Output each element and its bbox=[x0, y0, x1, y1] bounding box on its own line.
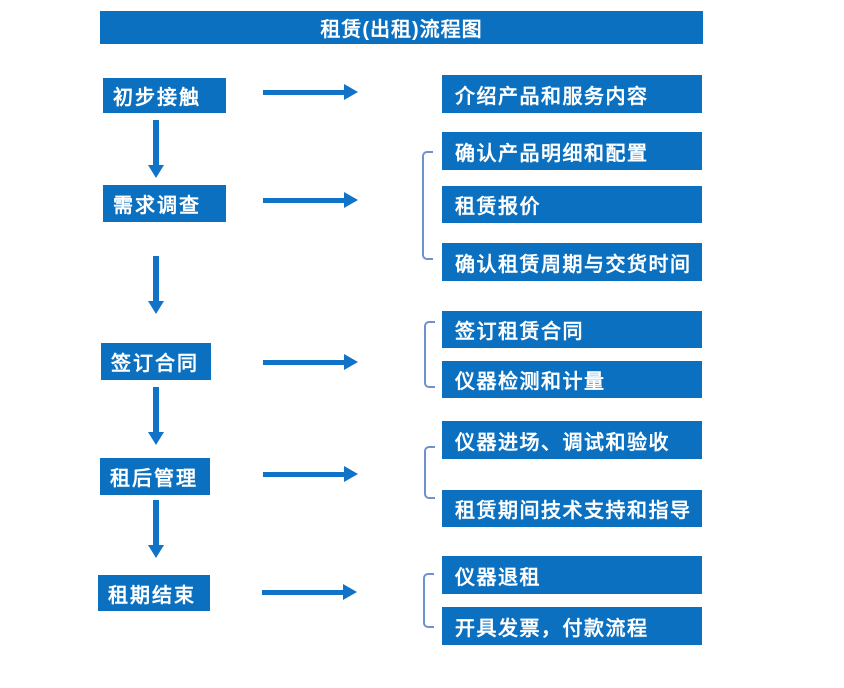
flowchart-title: 租赁(出租)流程图 bbox=[100, 11, 703, 44]
arrow-right-icon bbox=[263, 466, 358, 482]
arrow-head bbox=[344, 466, 358, 482]
step-box-demand-survey: 需求调查 bbox=[103, 185, 226, 222]
bracket-connector bbox=[423, 573, 434, 628]
arrow-right-icon bbox=[263, 354, 358, 370]
arrow-shaft bbox=[263, 90, 345, 95]
arrow-shaft bbox=[153, 387, 159, 433]
arrow-right-icon bbox=[263, 84, 358, 100]
bracket-connector bbox=[424, 446, 435, 499]
arrow-shaft bbox=[263, 198, 345, 203]
bracket-connector bbox=[424, 321, 435, 388]
step-box-post-rental-management: 租后管理 bbox=[100, 458, 210, 495]
arrow-down-icon bbox=[148, 120, 164, 178]
arrow-head bbox=[148, 165, 164, 178]
step-box-sign-contract: 签订合同 bbox=[101, 343, 211, 380]
output-box-invoice-payment: 开具发票，付款流程 bbox=[442, 607, 702, 645]
arrow-shaft bbox=[263, 472, 345, 477]
output-box-confirm-rental-period: 确认租赁周期与交货时间 bbox=[442, 243, 702, 281]
arrow-head bbox=[148, 301, 164, 314]
output-box-confirm-product-details: 确认产品明细和配置 bbox=[442, 132, 702, 170]
arrow-right-icon bbox=[262, 584, 357, 600]
arrow-shaft bbox=[153, 120, 159, 166]
arrow-head bbox=[148, 545, 164, 558]
output-box-tech-support: 租赁期间技术支持和指导 bbox=[442, 490, 702, 527]
arrow-down-icon bbox=[148, 256, 164, 314]
output-box-instrument-setup-acceptance: 仪器进场、调试和验收 bbox=[442, 421, 702, 459]
output-box-rental-quote: 租赁报价 bbox=[442, 186, 702, 223]
output-box-instrument-return: 仪器退租 bbox=[442, 556, 702, 594]
arrow-down-icon bbox=[148, 387, 164, 445]
arrow-shaft bbox=[263, 360, 345, 365]
output-box-sign-rental-contract: 签订租赁合同 bbox=[442, 311, 702, 348]
arrow-head bbox=[344, 192, 358, 208]
output-box-instrument-inspection: 仪器检测和计量 bbox=[442, 361, 702, 398]
arrow-right-icon bbox=[263, 192, 358, 208]
step-box-initial-contact: 初步接触 bbox=[103, 78, 226, 113]
arrow-down-icon bbox=[148, 500, 164, 558]
step-box-rental-end: 租期结束 bbox=[98, 575, 210, 611]
arrow-head bbox=[148, 432, 164, 445]
arrow-head bbox=[344, 354, 358, 370]
arrow-shaft bbox=[153, 500, 159, 546]
arrow-head bbox=[343, 584, 357, 600]
arrow-head bbox=[344, 84, 358, 100]
bracket-connector bbox=[422, 151, 433, 260]
arrow-shaft bbox=[262, 590, 344, 595]
arrow-shaft bbox=[153, 256, 159, 302]
output-box-introduce-products: 介绍产品和服务内容 bbox=[442, 75, 702, 113]
